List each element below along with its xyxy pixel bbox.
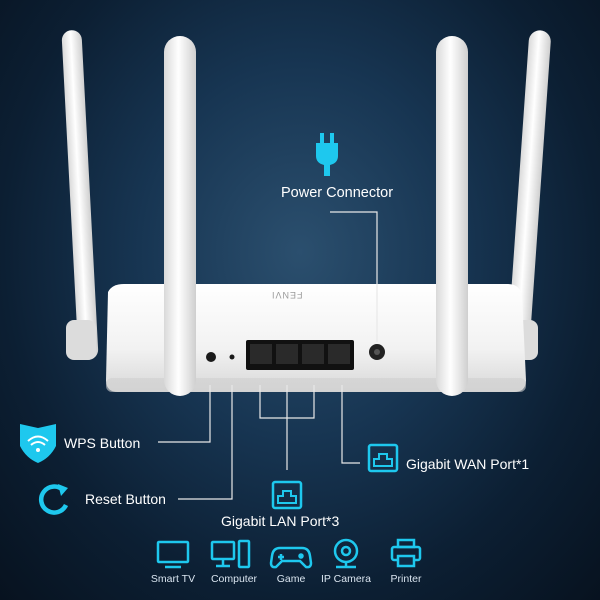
antenna-front-left: [164, 36, 196, 396]
wps-button-hole: [206, 352, 216, 362]
tv-icon: [156, 540, 190, 569]
device-label-computer: Computer: [210, 573, 258, 585]
ethernet-ports: [246, 340, 354, 370]
callout-lines: [158, 211, 378, 500]
antenna-front-right: [436, 36, 468, 396]
device-label-ip-camera: IP Camera: [321, 573, 371, 585]
device-label-game: Game: [276, 573, 306, 585]
lan-port-label: Gigabit LAN Port*3: [221, 513, 340, 529]
lan-port-icon: [271, 480, 303, 510]
antenna-back-left: [61, 30, 99, 360]
gamepad-icon: [269, 546, 313, 569]
wan-port-label: Gigabit WAN Port*1: [406, 456, 530, 472]
router-body: [106, 284, 526, 392]
reset-pinhole: [229, 354, 235, 360]
camera-icon: [333, 538, 359, 569]
wan-port-icon: [367, 443, 399, 473]
wps-shield-icon: [20, 424, 56, 463]
brand-label: FENVI: [271, 290, 303, 300]
wps-button-label: WPS Button: [64, 435, 141, 451]
device-label-smart-tv: Smart TV: [150, 573, 196, 585]
power-plug-icon: [316, 133, 338, 176]
reset-button-label: Reset Button: [85, 491, 166, 507]
printer-icon: [390, 538, 422, 568]
device-label-printer: Printer: [390, 573, 422, 585]
reset-icon: [38, 484, 69, 515]
computer-icon: [210, 539, 251, 569]
power-connector-label: Power Connector: [281, 185, 394, 201]
